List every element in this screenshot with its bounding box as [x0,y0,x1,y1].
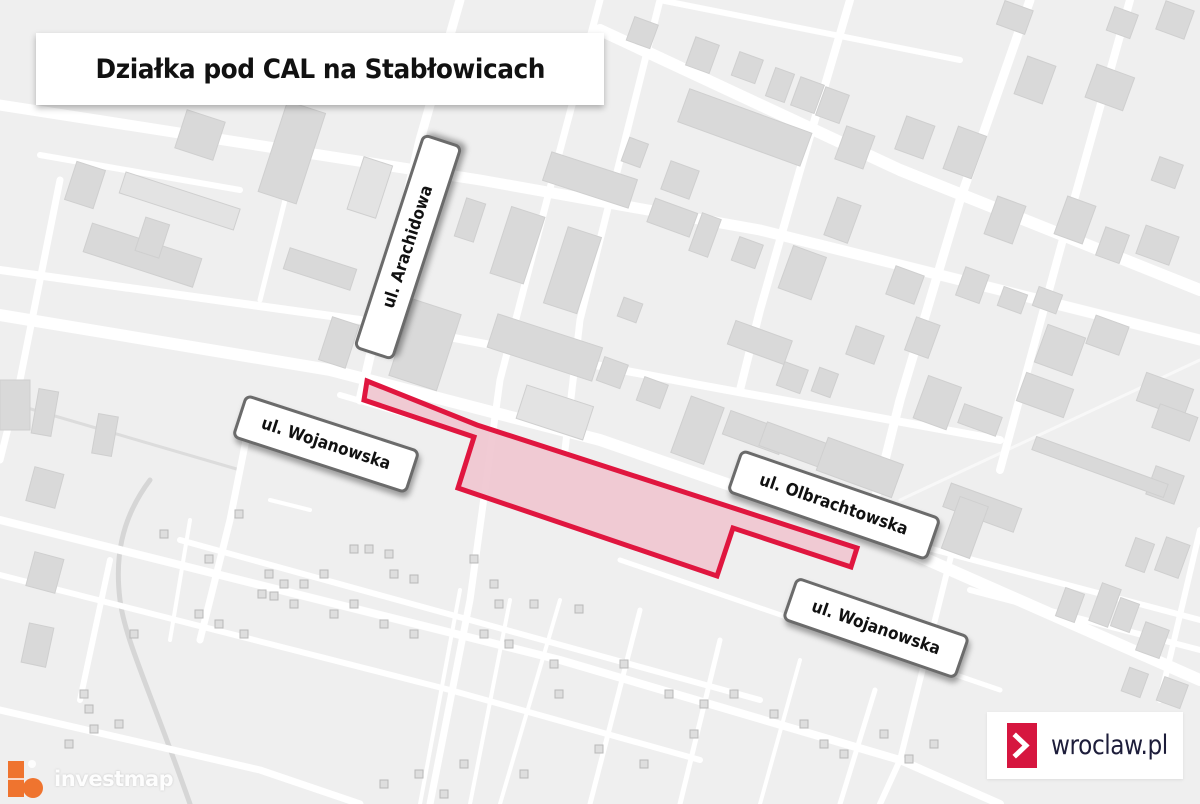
investmap-watermark: investmap [8,757,174,801]
wroclaw-logo[interactable]: wroclaw.pl [987,712,1183,779]
map-title: Działka pod CAL na Stabłowicach [95,53,545,85]
chevron-right-icon [1007,723,1037,768]
logo-text: wroclaw.pl [1051,730,1168,761]
watermark-text: investmap [54,767,174,791]
investmap-logo-icon [8,759,44,799]
map-title-box: Działka pod CAL na Stabłowicach [36,33,604,105]
plot-area[interactable] [361,377,861,580]
